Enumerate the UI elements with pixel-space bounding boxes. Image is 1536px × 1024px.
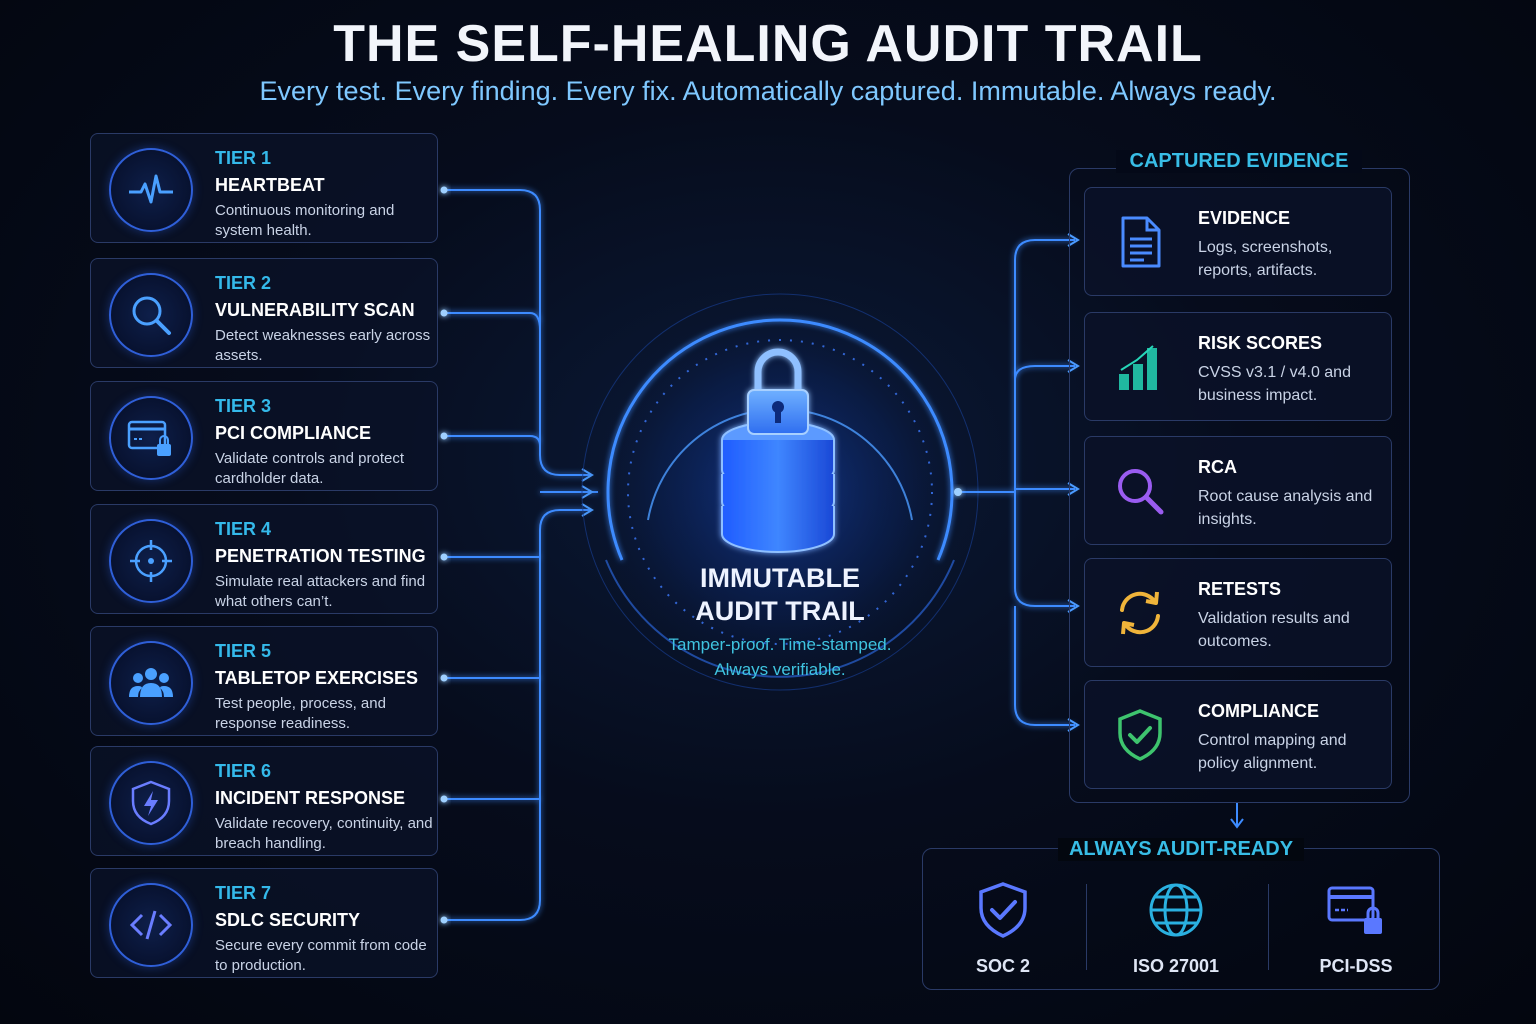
standard-pci-dss[interactable]: PCI-DSS (1276, 880, 1436, 980)
tier-description: Secure every commit from code to product… (215, 937, 427, 974)
tier-name: HEARTBEAT (215, 175, 325, 195)
standard-label: SOC 2 (975, 956, 1031, 976)
evidence-connectors (958, 239, 1075, 726)
evidence-name: RISK SCORES (1198, 333, 1323, 353)
shield-bolt-icon (109, 761, 193, 845)
tier-description: Test people, process, and response readi… (215, 695, 386, 732)
evidence-description: Validation results and outcomes. (1198, 610, 1350, 650)
standard-label: ISO 27001 (1132, 956, 1220, 976)
tier-name: PENETRATION TESTING (215, 546, 426, 566)
center-ring-top (606, 318, 954, 561)
tier-number: TIER 4 (215, 519, 272, 539)
shield-check-icon (1118, 709, 1162, 761)
tier-description: Validate controls and protect cardholder… (215, 450, 405, 487)
audit-ready-heading: ALWAYS AUDIT-READY (1058, 838, 1304, 861)
evidence-card-retests[interactable]: RETESTS Validation results and outcomes. (1084, 558, 1392, 667)
magnifier-icon (1118, 469, 1164, 515)
tier-card-4[interactable]: TIER 4 PENETRATION TESTING Simulate real… (90, 504, 438, 614)
standard-soc2[interactable]: SOC 2 (923, 880, 1083, 980)
tier-description: Simulate real attackers and find what ot… (215, 573, 426, 610)
wire-tier-3 (444, 435, 541, 447)
code-icon (109, 883, 193, 967)
tier-number: TIER 6 (215, 761, 272, 781)
tier-number: TIER 7 (215, 883, 272, 903)
evidence-name: EVIDENCE (1198, 208, 1291, 228)
tier-name: PCI COMPLIANCE (215, 423, 372, 443)
down-arrow-icon (1230, 802, 1244, 829)
magnifier-icon (109, 273, 193, 357)
shield-check-icon (979, 882, 1027, 938)
tier-number: TIER 2 (215, 273, 272, 293)
divider (1086, 884, 1087, 970)
evidence-name: COMPLIANCE (1198, 701, 1319, 721)
tier-name: SDLC SECURITY (215, 910, 361, 930)
tier-number: TIER 3 (215, 396, 272, 416)
tier-connectors (444, 189, 598, 921)
tier-description: Detect weaknesses early across assets. (215, 327, 431, 364)
evidence-card-risk-scores[interactable]: RISK SCORES CVSS v3.1 / v4.0 and busines… (1084, 312, 1392, 421)
arrowheads-right (1067, 233, 1080, 732)
refresh-icon (1120, 591, 1160, 635)
card-lock-icon (109, 396, 193, 480)
center-ring-bottom (605, 559, 955, 678)
center-title: IMMUTABLE AUDIT TRAIL (695, 563, 865, 626)
evidence-name: RETESTS (1198, 579, 1282, 599)
tier-connector-dots (440, 186, 448, 924)
tier-card-3[interactable]: TIER 3 PCI COMPLIANCE Validate controls … (90, 381, 438, 491)
heartbeat-icon (109, 148, 193, 232)
tier-description: Validate recovery, continuity, and breac… (215, 815, 433, 852)
evidence-card-rca[interactable]: RCA Root cause analysis and insights. (1084, 436, 1392, 545)
page-subtitle: Every test. Every finding. Every fix. Au… (259, 76, 1277, 106)
tier-card-7[interactable]: TIER 7 SDLC SECURITY Secure every commit… (90, 868, 438, 978)
evidence-description: Logs, screenshots, reports, artifacts. (1198, 239, 1333, 279)
evidence-card-evidence[interactable]: EVIDENCE Logs, screenshots, reports, art… (1084, 187, 1392, 296)
people-icon (109, 641, 193, 725)
evidence-description: Control mapping and policy alignment. (1198, 732, 1347, 772)
tier-card-6[interactable]: TIER 6 INCIDENT RESPONSE Validate recove… (90, 746, 438, 856)
bar-chart-icon (1119, 345, 1157, 390)
evidence-description: Root cause analysis and insights. (1198, 488, 1373, 528)
evidence-heading: CAPTURED EVIDENCE (1116, 150, 1362, 173)
wire-tier-7 (444, 509, 590, 921)
standard-iso27001[interactable]: ISO 27001 (1096, 880, 1256, 980)
tier-name: INCIDENT RESPONSE (215, 788, 406, 808)
crosshair-icon (109, 519, 193, 603)
tier-name: VULNERABILITY SCAN (215, 300, 415, 320)
lock-database-icon (721, 348, 835, 553)
tier-description: Continuous monitoring and system health. (215, 202, 395, 239)
wire-tier-1 (444, 189, 590, 476)
page-title: THE SELF-HEALING AUDIT TRAIL (333, 15, 1203, 73)
evidence-card-compliance[interactable]: COMPLIANCE Control mapping and policy al… (1084, 680, 1392, 789)
card-lock-icon (1327, 886, 1382, 934)
tier-name: TABLETOP EXERCISES (215, 668, 419, 688)
tier-card-5[interactable]: TIER 5 TABLETOP EXERCISES Test people, p… (90, 626, 438, 736)
divider (1268, 884, 1269, 970)
evidence-name: RCA (1198, 457, 1237, 477)
standard-label: PCI-DSS (1319, 956, 1393, 976)
tier-card-2[interactable]: TIER 2 VULNERABILITY SCAN Detect weaknes… (90, 258, 438, 368)
evidence-description: CVSS v3.1 / v4.0 and business impact. (1198, 364, 1351, 404)
tier-number: TIER 1 (215, 148, 272, 168)
tier-card-1[interactable]: TIER 1 HEARTBEAT Continuous monitoring a… (90, 133, 438, 243)
wire-tier-2 (444, 312, 541, 331)
globe-icon (1149, 883, 1203, 937)
document-icon (1121, 216, 1161, 268)
center-tagline: Tamper-proof. Time-stamped. Always verif… (668, 635, 892, 679)
tier-number: TIER 5 (215, 641, 272, 661)
